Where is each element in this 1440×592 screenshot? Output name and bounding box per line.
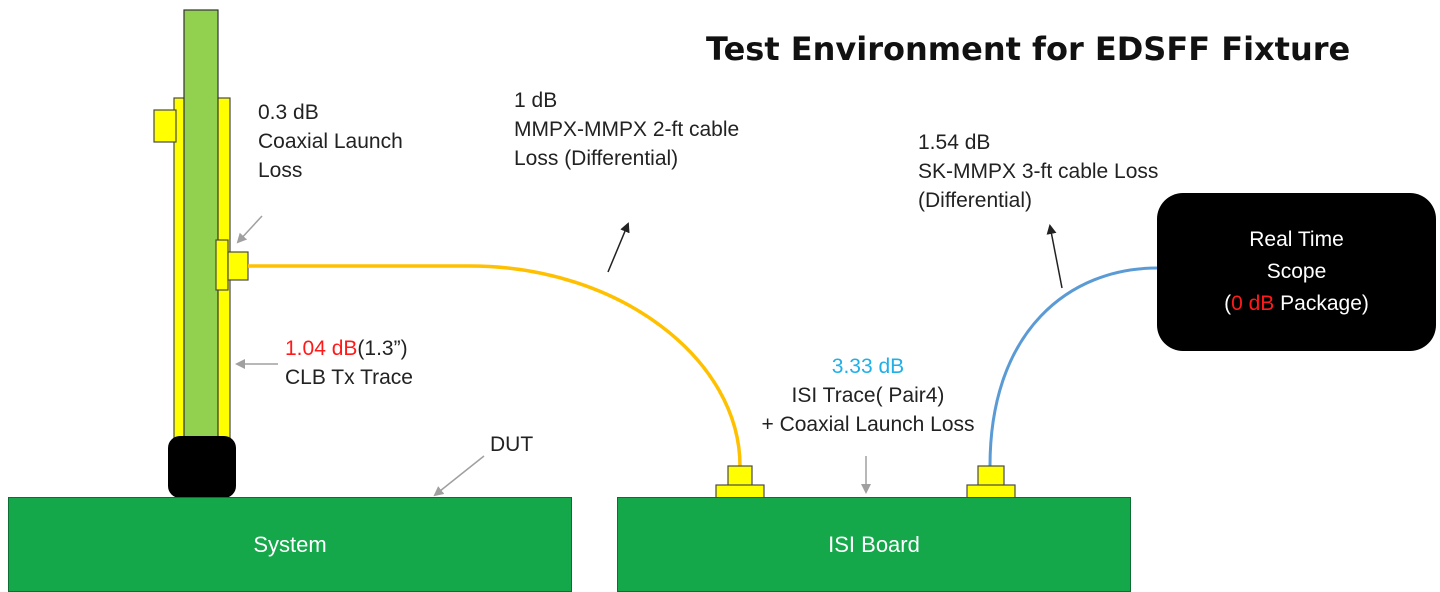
scope-package-text: Package) — [1274, 292, 1369, 315]
sk-cable-arrow — [1046, 224, 1063, 289]
card-edge-connector — [168, 436, 236, 498]
scope-package-line: (0 dB Package) — [1224, 288, 1369, 320]
isi-connector-left-top — [727, 465, 753, 487]
coaxial-launch-label: 0.3 dB Coaxial Launch Loss — [258, 98, 403, 185]
clb-trace-text: CLB Tx Trace — [285, 366, 413, 389]
sk-cable-text-2: (Differential) — [918, 189, 1032, 212]
real-time-scope: Real Time Scope (0 dB Package) — [1157, 193, 1436, 351]
clb-trace-length: (1.3”) — [357, 337, 408, 360]
system-board: System — [8, 497, 572, 592]
isi-trace-text: ISI Trace( Pair4) — [791, 384, 945, 407]
coaxial-launch-text-2: Loss — [258, 159, 303, 182]
clb-trace-label: 1.04 dB(1.3”) CLB Tx Trace — [285, 334, 413, 392]
isi-board-label: ISI Board — [828, 531, 920, 557]
scope-open-paren: ( — [1224, 292, 1232, 315]
sk-cable-label: 1.54 dB SK-MMPX 3-ft cable Loss (Differe… — [918, 128, 1158, 215]
clb-connector-pad — [215, 239, 229, 291]
isi-trace-value: 3.33 dB — [831, 355, 905, 378]
sk-cable-text: SK-MMPX 3-ft cable Loss — [918, 160, 1159, 183]
scope-title-line1: Real Time — [1249, 228, 1344, 251]
system-board-label: System — [253, 531, 327, 557]
scope-package-value: 0 dB — [1231, 292, 1275, 315]
mmpx-cable-text: MMPX-MMPX 2-ft cable — [514, 118, 740, 141]
sk-mmpx-cable — [988, 266, 1158, 467]
clb-trace-value-line: 1.04 dB(1.3”) — [285, 334, 413, 363]
mmpx-cable-label: 1 dB MMPX-MMPX 2-ft cable Loss (Differen… — [514, 86, 739, 173]
isi-board: ISI Board — [617, 497, 1131, 592]
mmpx-cable-arrow — [607, 222, 630, 273]
clb-trace-value: 1.04 dB — [285, 337, 358, 360]
coaxial-launch-text: Coaxial Launch — [258, 130, 403, 153]
coaxial-launch-arrow — [236, 215, 263, 244]
diagram-title: Test Environment for EDSFF Fixture — [706, 30, 1351, 68]
isi-trace-label: 3.33 dB ISI Trace( Pair4) + Coaxial Laun… — [754, 352, 982, 439]
dut-label: DUT — [490, 433, 534, 456]
dut-arrow — [433, 455, 485, 497]
clb-card — [183, 9, 219, 443]
isi-connector-right-top — [977, 465, 1005, 487]
coaxial-launch-value: 0.3 dB — [258, 101, 319, 124]
mmpx-cable-text-2: Loss (Differential) — [514, 147, 679, 170]
scope-title-line2: Scope — [1266, 260, 1327, 283]
clb-connector-launch — [227, 251, 249, 281]
sk-cable-value: 1.54 dB — [918, 131, 991, 154]
mmpx-cable-value: 1 dB — [514, 89, 558, 112]
clb-connector-top — [153, 109, 177, 143]
isi-trace-text-2: + Coaxial Launch Loss — [761, 413, 975, 436]
mmpx-cable — [248, 264, 742, 467]
